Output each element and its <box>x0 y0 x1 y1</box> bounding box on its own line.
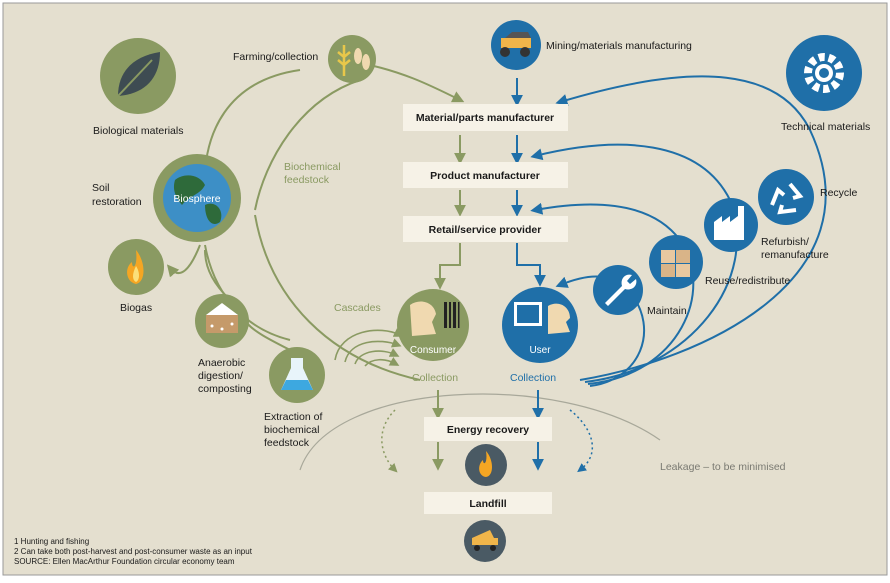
maintain-label: Maintain <box>647 305 687 317</box>
farming-collection-label: Farming/collection <box>233 51 318 63</box>
recycle-label: Recycle <box>820 187 858 199</box>
green-inner-loop <box>254 214 421 381</box>
anaerobic-label-2: digestion/ <box>198 370 243 382</box>
leakage-label: Leakage – to be minimised <box>660 461 786 473</box>
leaf-icon <box>100 38 176 114</box>
retail-service-provider-box: Retail/service provider <box>403 216 568 242</box>
green-arrow-to-biogas <box>166 244 201 278</box>
cascades-label: Cascades <box>334 302 381 314</box>
compost-icon <box>195 294 249 348</box>
dump-truck-icon <box>464 520 506 562</box>
flame-icon <box>108 239 164 295</box>
gear-icon <box>786 35 862 111</box>
consumer-label: Consumer <box>410 345 457 356</box>
extraction-label-2: biochemical <box>264 424 319 436</box>
energy-recovery-box: Energy recovery <box>424 417 552 441</box>
mining-label: Mining/materials manufacturing <box>546 40 692 52</box>
anaerobic-label-1: Anaerobic <box>198 357 245 369</box>
landfill-box: Landfill <box>424 492 552 514</box>
leakage-arc <box>299 393 661 471</box>
landfill-label: Landfill <box>469 498 506 510</box>
leakage-dotted-green <box>381 409 398 473</box>
extraction-label-1: Extraction of <box>264 411 322 423</box>
technical-materials-label: Technical materials <box>781 121 870 133</box>
recycle-icon <box>758 169 814 225</box>
energy-flame-icon <box>465 444 507 486</box>
biological-collection-label: Collection <box>412 372 458 384</box>
technical-collection-label: Collection <box>510 372 556 384</box>
cascade-arc-4 <box>364 357 400 367</box>
boxes-icon <box>649 235 703 289</box>
biochemical-feedstock-label-2: feedstock <box>284 174 330 186</box>
mining-truck-icon <box>491 20 541 70</box>
factory-icon <box>704 198 758 252</box>
user-label: User <box>529 345 551 356</box>
energy-recovery-label: Energy recovery <box>447 424 529 436</box>
soil-restoration-label-1: Soil <box>92 182 110 194</box>
biological-materials-label: Biological materials <box>93 125 183 137</box>
cascade-arc-3 <box>354 348 400 365</box>
wheat-and-fish-icon <box>328 35 376 83</box>
material-parts-manufacturer-box: Material/parts manufacturer <box>403 104 568 131</box>
biosphere-globe-icon <box>153 154 241 242</box>
product-manufacturer-box: Product manufacturer <box>403 162 568 188</box>
wrench-icon <box>593 265 643 315</box>
soil-restoration-label-2: restoration <box>92 196 142 208</box>
product-manufacturer-label: Product manufacturer <box>430 170 540 182</box>
reuse-label: Reuse/redistribute <box>705 275 790 287</box>
source-note: SOURCE: Ellen MacArthur Foundation circu… <box>14 557 235 566</box>
retail-service-provider-label: Retail/service provider <box>429 224 542 236</box>
refurbish-label-2: remanufacture <box>761 249 829 261</box>
footnote-2: 2 Can take both post-harvest and post-co… <box>14 547 253 556</box>
refurbish-label-1: Refurbish/ <box>761 236 809 248</box>
green-arrow-3 <box>434 243 461 290</box>
biosphere-label: Biosphere <box>173 193 220 205</box>
biochemical-feedstock-label-1: Biochemical <box>284 161 341 173</box>
blue-arrow-3 <box>516 243 546 287</box>
user-icon: User <box>502 287 578 363</box>
extraction-label-3: feedstock <box>264 437 310 449</box>
cascade-arc-1 <box>334 328 404 361</box>
consumer-icon: Consumer <box>397 289 469 361</box>
anaerobic-label-3: composting <box>198 383 252 395</box>
green-biochemical-feedstock-line <box>254 79 361 211</box>
material-parts-manufacturer-label: Material/parts manufacturer <box>416 112 554 124</box>
biogas-label: Biogas <box>120 302 152 314</box>
blue-loop-recycle <box>555 75 827 381</box>
cascade-arc-2 <box>344 338 402 363</box>
flask-icon <box>269 347 325 403</box>
footnote-1: 1 Hunting and fishing <box>14 537 89 546</box>
